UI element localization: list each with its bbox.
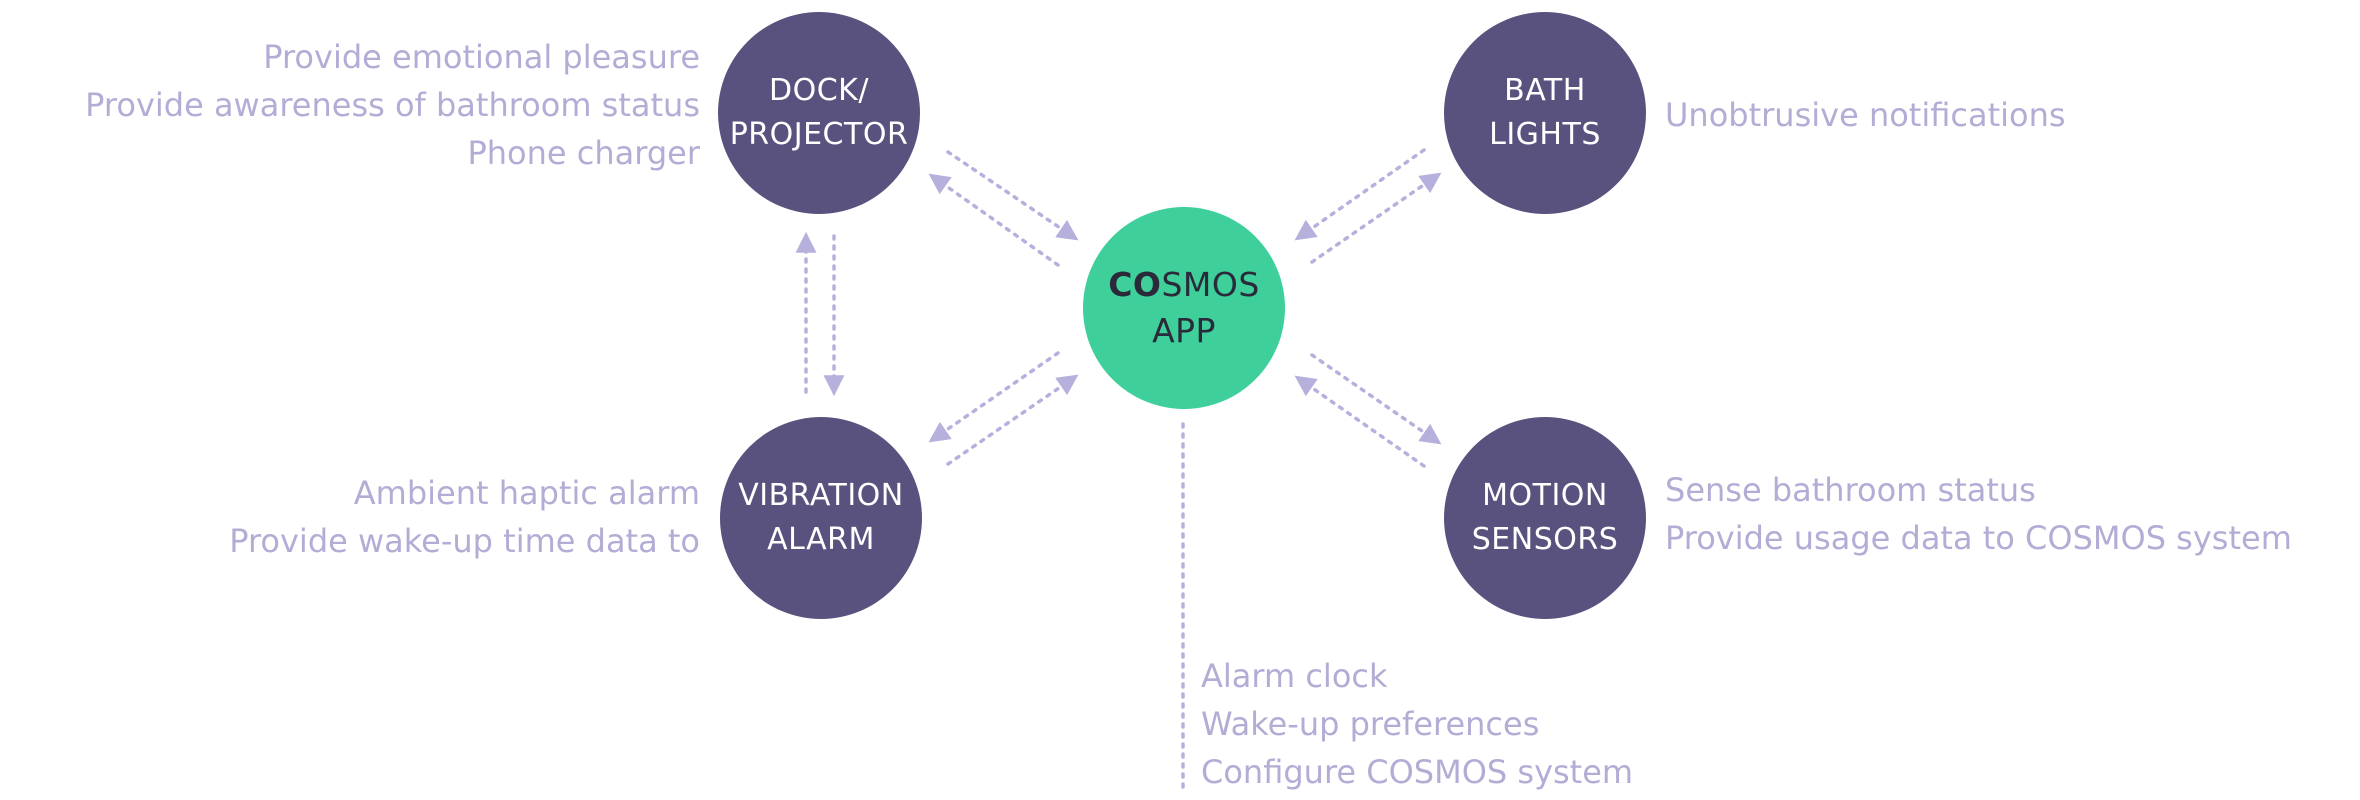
app-description: Alarm clock Wake-up preferences Configur… bbox=[1201, 652, 1633, 796]
arrow-motion-to-app bbox=[1294, 375, 1426, 468]
dock-projector-node: DOCK/ PROJECTOR bbox=[718, 12, 920, 214]
motion-desc-item: Sense bathroom status bbox=[1665, 471, 2036, 509]
dock-label-line2: PROJECTOR bbox=[729, 117, 909, 152]
cosmos-app-label-line2: APP bbox=[1152, 311, 1216, 350]
arrow-vibration-to-app bbox=[946, 374, 1079, 466]
arrow-app-to-vibration bbox=[928, 351, 1060, 443]
bath-label-line1: BATH bbox=[1504, 73, 1586, 108]
vibration-label-line2: ALARM bbox=[767, 522, 875, 557]
cosmos-app-label-rest: SMOS bbox=[1161, 265, 1260, 304]
dock-label-line1: DOCK/ bbox=[769, 73, 869, 108]
app-desc-item: Configure COSMOS system bbox=[1201, 753, 1634, 791]
dock-description: Provide emotional pleasure Provide aware… bbox=[85, 33, 700, 177]
arrow-app-to-bath bbox=[1310, 172, 1442, 264]
vibration-description: Ambient haptic alarm Provide wake-up tim… bbox=[229, 469, 700, 565]
bath-desc-item: Unobtrusive notifications bbox=[1665, 96, 2066, 134]
cosmos-app-node: COSMOS APP bbox=[1083, 207, 1285, 409]
cosmos-app-label-line1: COSMOS bbox=[1108, 262, 1260, 308]
vibration-label-line1: VIBRATION bbox=[738, 478, 904, 513]
bath-label-line2: LIGHTS bbox=[1489, 117, 1601, 152]
dock-desc-item: Phone charger bbox=[467, 134, 700, 172]
motion-label-line1: MOTION bbox=[1482, 478, 1608, 513]
arrow-dock-to-app bbox=[946, 150, 1079, 241]
dock-desc-item: Provide emotional pleasure bbox=[263, 38, 700, 76]
motion-description: Sense bathroom status Provide usage data… bbox=[1665, 466, 2292, 562]
motion-desc-item: Provide usage data to COSMOS system bbox=[1665, 519, 2292, 557]
arrow-app-to-motion bbox=[1310, 353, 1442, 445]
bath-lights-node: BATH LIGHTS bbox=[1444, 12, 1646, 214]
bath-description: Unobtrusive notifications bbox=[1665, 91, 2066, 139]
dock-desc-item: Provide awareness of bathroom status bbox=[85, 86, 700, 124]
vibration-alarm-node: VIBRATION ALARM bbox=[720, 417, 922, 619]
motion-label-line2: SENSORS bbox=[1471, 522, 1619, 557]
app-desc-item: Alarm clock bbox=[1201, 657, 1388, 695]
cosmos-app-label-bold: CO bbox=[1108, 265, 1162, 304]
arrow-app-to-dock bbox=[928, 173, 1060, 267]
app-desc-item: Wake-up preferences bbox=[1201, 705, 1540, 743]
vibration-desc-item: Ambient haptic alarm bbox=[353, 474, 700, 512]
motion-sensors-node: MOTION SENSORS bbox=[1444, 417, 1646, 619]
vibration-desc-item: Provide wake-up time data to bbox=[229, 522, 700, 560]
arrow-bath-to-app bbox=[1294, 148, 1426, 241]
